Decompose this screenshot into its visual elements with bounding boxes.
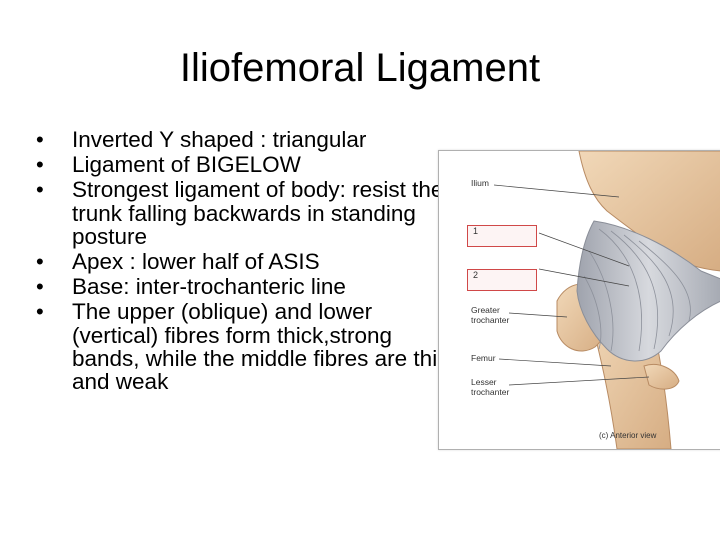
list-item: • The upper (oblique) and lower (vertical… bbox=[34, 300, 454, 393]
list-item: • Base: inter-trochanteric line bbox=[34, 275, 454, 298]
bullet-icon: • bbox=[36, 274, 44, 300]
hip-joint-illustration bbox=[493, 151, 720, 449]
figure-caption: (c) Anterior view bbox=[599, 431, 657, 440]
bullet-text: The upper (oblique) and lower (vertical)… bbox=[72, 299, 450, 395]
leader-lines bbox=[493, 184, 650, 386]
figure-box-1: 1 bbox=[467, 225, 537, 247]
slide-title: Iliofemoral Ligament bbox=[179, 46, 541, 90]
ilium-label: Ilium bbox=[471, 178, 489, 188]
lesser-trochanter-label: Lesser trochanter bbox=[471, 377, 510, 397]
lesser-trochanter-bone bbox=[643, 364, 680, 390]
bullet-icon: • bbox=[36, 249, 44, 275]
bullet-icon: • bbox=[36, 177, 44, 203]
ligament-fibres bbox=[583, 228, 691, 352]
anatomy-figure: Ilium 1 2 Greater trochanter Femur Lesse… bbox=[438, 150, 720, 450]
bullet-text: Ligament of BIGELOW bbox=[72, 152, 301, 178]
bullet-text: Apex : lower half of ASIS bbox=[72, 249, 320, 275]
bullet-text: Strongest ligament of body: resist the t… bbox=[72, 177, 444, 249]
figure-box-2: 2 bbox=[467, 269, 537, 291]
bullet-icon: • bbox=[36, 127, 44, 152]
bullet-text: Base: inter-trochanteric line bbox=[72, 274, 346, 300]
list-item: • Apex : lower half of ASIS bbox=[34, 250, 454, 273]
bullet-text: Inverted Y shaped : triangular bbox=[72, 127, 367, 152]
greater-trochanter-label: Greater trochanter bbox=[471, 305, 510, 325]
list-item: • Inverted Y shaped : triangular bbox=[34, 128, 454, 151]
femur-label: Femur bbox=[471, 353, 496, 363]
list-item: • Strongest ligament of body: resist the … bbox=[34, 178, 454, 248]
bullet-icon: • bbox=[36, 299, 44, 325]
bullet-icon: • bbox=[36, 152, 44, 178]
bullet-list: • Inverted Y shaped : triangular • Ligamen… bbox=[34, 128, 454, 395]
list-item: • Ligament of BIGELOW bbox=[34, 153, 454, 176]
